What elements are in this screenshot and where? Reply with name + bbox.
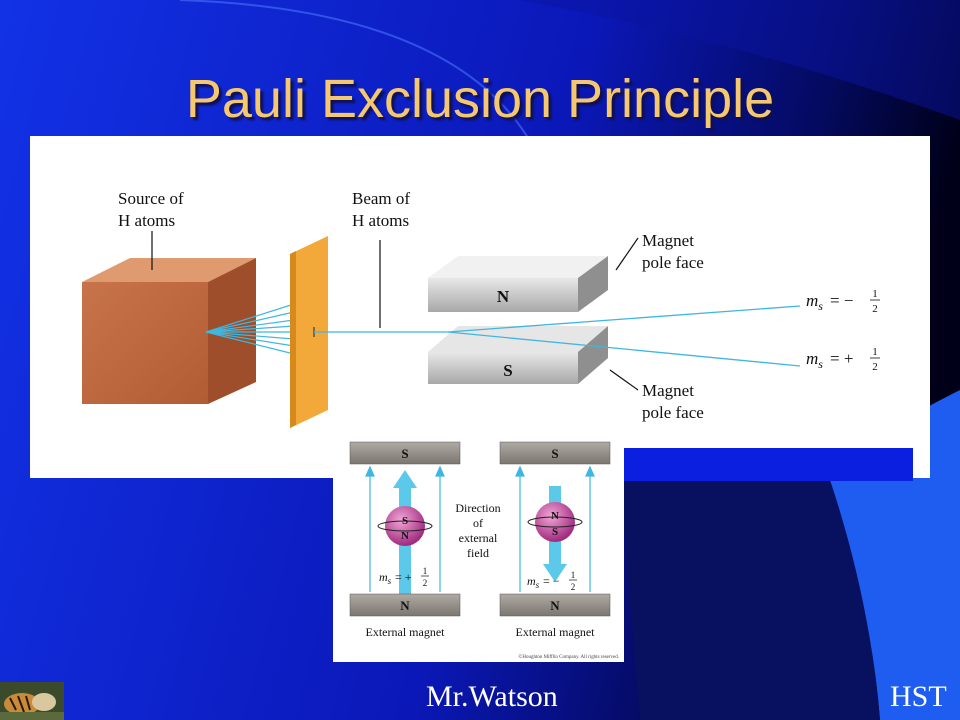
left-ms-label: ms = + 1 2 xyxy=(379,566,429,588)
direction-label-line3: external xyxy=(459,531,498,545)
left-bottom-pole xyxy=(349,593,461,617)
right-top-pole-label: S xyxy=(551,446,558,461)
svg-text:ms: ms xyxy=(379,570,392,586)
left-top-pole xyxy=(349,441,461,465)
svg-text:2: 2 xyxy=(872,303,878,315)
beam-label-line1: Beam of xyxy=(352,189,410,208)
stern-gerlach-diagram: Source of H atoms Beam of xyxy=(30,136,930,478)
slide-title: Pauli Exclusion Principle xyxy=(185,69,775,129)
right-field-lines xyxy=(515,465,595,592)
background-swoosh-top xyxy=(0,0,960,120)
beam-label-line2: H atoms xyxy=(352,211,409,230)
svg-text:2: 2 xyxy=(872,361,878,373)
direction-label-line4: field xyxy=(467,546,489,560)
magnet-top xyxy=(428,256,608,312)
right-rotation-arrow xyxy=(527,516,583,528)
right-bottom-pole-label: N xyxy=(550,598,560,613)
tiger-logo xyxy=(0,682,64,720)
stern-gerlach-svg: Source of H atoms Beam of xyxy=(82,189,880,428)
blue-cover-box xyxy=(616,448,913,481)
svg-text:= +: = + xyxy=(830,349,853,368)
magnet-bottom-leader xyxy=(609,369,639,391)
spin-orientation-svg: S S N ms = + 1 2 xyxy=(349,441,619,660)
svg-text:= +: = + xyxy=(395,570,412,584)
magnet-bottom xyxy=(428,326,608,384)
right-caption: External magnet xyxy=(516,625,596,639)
background-arc xyxy=(179,0,541,161)
svg-text:ms: ms xyxy=(806,349,823,371)
source-rays xyxy=(205,303,295,355)
right-sphere-top-label: N xyxy=(551,510,559,522)
svg-text:2: 2 xyxy=(571,582,576,592)
direction-label-line2: of xyxy=(473,516,483,530)
left-field-lines xyxy=(365,465,445,592)
right-sphere-bottom-label: S xyxy=(552,526,558,538)
magnet-south-label: S xyxy=(503,361,512,380)
left-rotation-arrow xyxy=(377,520,433,532)
svg-text:2: 2 xyxy=(423,578,428,588)
source-label-line2: H atoms xyxy=(118,211,175,230)
background-band-dark xyxy=(620,480,880,720)
beam-lines xyxy=(314,305,801,367)
right-top-pole xyxy=(499,441,611,465)
slit-plate xyxy=(290,236,328,428)
svg-text:1: 1 xyxy=(872,346,878,358)
left-sphere-top-label: S xyxy=(402,515,408,527)
magnet-bottom-label-line2: pole face xyxy=(642,403,704,422)
right-ms-label: ms = − 1 2 xyxy=(527,570,577,592)
footer-author: Mr.Watson xyxy=(426,680,558,713)
magnet-bottom-label-line1: Magnet xyxy=(642,381,694,400)
ms-upper-label: ms = − 1 2 xyxy=(806,288,880,315)
footer-school: HST xyxy=(890,680,947,713)
source-box xyxy=(82,258,256,404)
copyright-note: ©Houghton Mifflin Company. All rights re… xyxy=(519,654,619,660)
magnet-top-leader xyxy=(615,237,639,271)
spin-orientation-diagram: S S N ms = + 1 2 xyxy=(333,436,624,662)
right-bottom-pole xyxy=(499,593,611,617)
left-bottom-pole-label: N xyxy=(400,598,410,613)
left-sphere-bottom-label: N xyxy=(401,530,409,542)
ms-lower-label: ms = + 1 2 xyxy=(806,346,880,373)
magnet-top-label-line1: Magnet xyxy=(642,231,694,250)
direction-label-line1: Direction xyxy=(455,501,500,515)
right-spin-sphere xyxy=(535,502,575,542)
svg-text:1: 1 xyxy=(571,570,576,580)
source-label-line1: Source of xyxy=(118,189,184,208)
svg-text:1: 1 xyxy=(423,566,428,576)
svg-text:= −: = − xyxy=(830,291,853,310)
magnet-top-label-line2: pole face xyxy=(642,253,704,272)
svg-text:= −: = − xyxy=(543,574,560,588)
left-spin-sphere xyxy=(385,506,425,546)
left-top-pole-label: S xyxy=(401,446,408,461)
left-caption: External magnet xyxy=(366,625,446,639)
svg-text:ms: ms xyxy=(527,574,540,590)
svg-text:ms: ms xyxy=(806,291,823,313)
magnet-north-label: N xyxy=(497,287,510,306)
svg-text:1: 1 xyxy=(872,288,878,300)
